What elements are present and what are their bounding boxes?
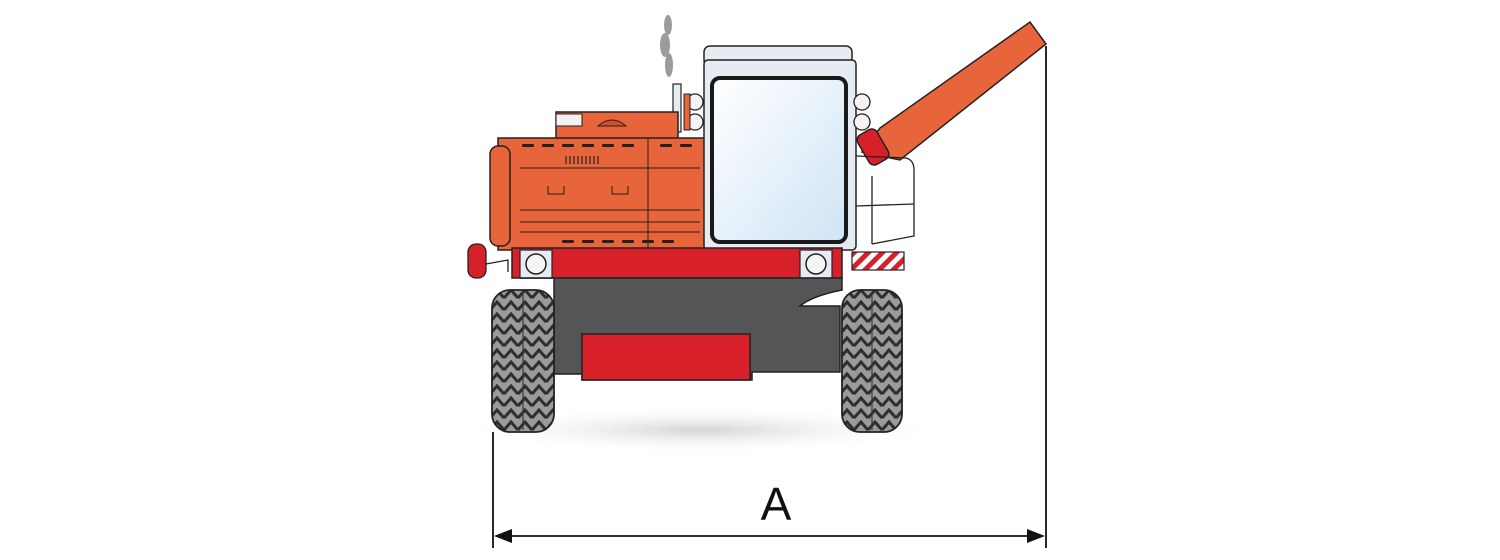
ground-shadow [450,406,950,454]
rear-plate [581,333,751,381]
unloading-auger [856,20,1048,166]
hazard-marker [851,251,905,271]
wheel-left [491,289,555,433]
dimension-label: A [761,478,792,530]
exhaust-smoke [660,15,673,77]
side-railing [855,155,915,245]
cab-windshield [710,76,848,244]
headlight-right [805,253,827,275]
headlight-left [525,253,547,275]
arrow-right [1027,529,1045,543]
side-mirror [467,243,487,279]
operator-cab [683,45,871,251]
chassis [520,277,843,381]
wheel-right [841,289,903,433]
front-beam [511,247,843,279]
engine-housing [489,111,709,251]
dimension-a [492,46,1047,548]
arrow-left [494,529,512,543]
